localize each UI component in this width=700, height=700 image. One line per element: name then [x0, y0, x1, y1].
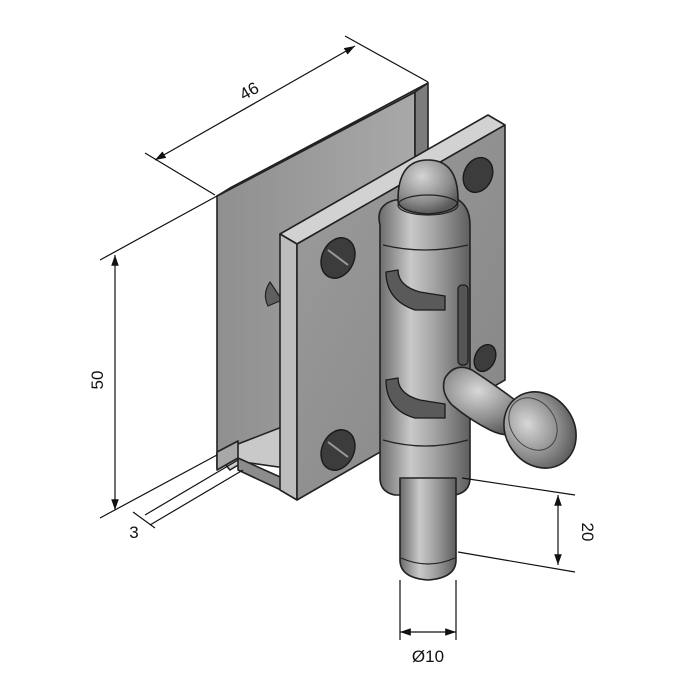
dimension-labels: 46 50 3 20 Ø10	[88, 78, 597, 666]
hole-top-right	[462, 156, 494, 194]
mounting-holes	[320, 156, 497, 471]
bolt-housing	[378, 197, 471, 496]
bolt-top-cap	[397, 159, 459, 215]
dim-thickness-label: 3	[129, 523, 138, 542]
dim-46-line	[154, 45, 356, 161]
dim-width-label: 46	[236, 78, 262, 104]
dim-height-label: 50	[88, 371, 107, 390]
dimension-lines	[99, 35, 576, 640]
hole-bottom-right	[473, 343, 497, 373]
knob-head	[503, 391, 577, 469]
bolt-pin	[399, 477, 457, 581]
back-hole	[264, 280, 283, 307]
front-plate-left-edge	[279, 233, 298, 501]
latch-body	[216, 82, 577, 581]
housing-slot-upper	[385, 269, 446, 311]
housing-slot-lower	[385, 377, 446, 419]
dim-diameter-label: Ø10	[412, 647, 444, 666]
dim-stroke-label: 20	[578, 523, 597, 542]
side-slot	[457, 284, 469, 366]
